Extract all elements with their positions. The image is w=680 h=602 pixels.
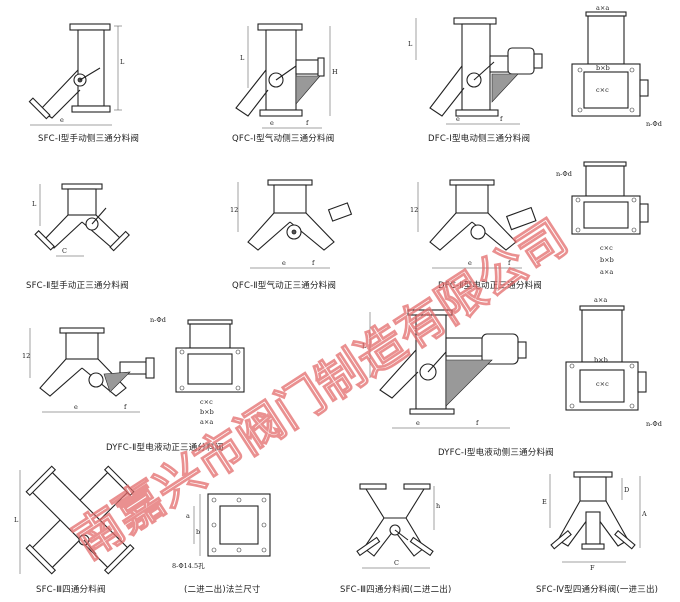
dim-axa: a×a [200,418,213,426]
drawing-qfc-1: L H e f [235,23,338,129]
caption-sfc-1: SFC-Ⅰ型手动侧三通分料阀 [38,134,140,144]
dim-bxb: b×b [600,256,614,264]
dim-H: H [332,68,338,76]
drawing-flange: a b 8-Φ14.5孔 [172,493,271,570]
dim-axa: a×a [596,4,609,12]
drawing-qfc-2: 12 e f [230,179,353,269]
dim-e: e [60,116,64,124]
dim-f: f [312,259,315,267]
dim-bxb: b×b [596,64,610,72]
dim-nd: n-Φd [556,170,572,178]
dim-num12: 12 [410,206,418,214]
dim-L: L [240,54,245,62]
dim-nd: n-Φd [150,316,166,324]
drawing-dyfc-1: L e f a×a b×b c×c n-Φd [362,296,662,429]
dim-num12: 12 [230,206,238,214]
dim-nd: n-Φd [646,120,662,128]
dim-L: L [14,516,19,524]
drawing-sfc-3-2in2out: h C [356,483,440,569]
dim-cxc: c×c [596,380,609,388]
dim-e: e [270,119,274,127]
drawing-sfc-2: L C [32,183,130,257]
dim-f: f [306,119,309,127]
caption-dfc-1: DFC-Ⅰ型电动侧三通分料阀 [428,134,531,144]
dim-L: L [32,200,37,208]
caption-dfc-2: DFC-Ⅱ型电动正三通分料阀 [438,281,542,291]
dim-f: f [476,419,479,427]
caption-dyfc-2: DYFC-Ⅱ型电液动正三通分料阀 [106,443,224,453]
dim-h: h [436,502,440,510]
caption-sfc-4: SFC-Ⅳ型四通分料阀(一进三出) [536,585,659,595]
drawing-sfc-3: L [14,465,135,575]
dim-e: e [416,419,420,427]
drawing-sfc-4: A D E F [542,471,647,572]
caption-sfc-2: SFC-Ⅱ型手动正三通分料阀 [26,281,129,291]
dim-a: a [186,512,190,520]
dim-C: C [394,559,399,567]
dim-bxb: b×b [594,356,608,364]
caption-flange: (二进二出)法兰尺寸 [184,585,261,595]
dim-E: E [542,498,547,506]
dim-A: A [641,510,647,518]
drawing-dfc-2: 12 e f n-Φd c×c b×b a×a [410,161,649,276]
dim-L: L [120,58,125,66]
dim-L: L [408,40,413,48]
dim-e: e [282,259,286,267]
dim-bxb: b×b [200,408,214,416]
caption-sfc-3: SFC-Ⅲ四通分料阀 [36,585,106,595]
dim-axa: a×a [594,296,607,304]
dim-cxc: c×c [596,86,609,94]
dim-f: f [124,403,127,411]
dim-F: F [590,564,595,572]
dim-b: b [196,528,200,536]
dim-axa: a×a [600,268,613,276]
dim-bolt: 8-Φ14.5孔 [172,562,205,570]
drawing-dyfc-2: 12 e f n-Φd c×c b×b a×a [22,316,245,426]
dim-D: D [624,486,629,494]
dim-L: L [362,342,367,350]
dim-num12: 12 [22,352,30,360]
caption-qfc-1: QFC-Ⅰ型气动侧三通分料阀 [232,134,335,144]
caption-qfc-2: QFC-Ⅱ型气动正三通分料阀 [232,281,337,291]
caption-sfc-3-2in2out: SFC-Ⅲ四通分料阀(二进二出) [340,585,452,595]
dim-e: e [456,115,460,123]
dim-C: C [62,247,67,255]
drawing-sfc-1: L e [28,23,125,126]
dim-f: f [500,115,503,123]
dim-f: f [508,259,511,267]
dim-cxc: c×c [600,244,613,252]
dim-e: e [74,403,78,411]
drawing-dfc-1: L e f a×a b×b c×c n-Φd [408,4,662,128]
dim-e: e [468,259,472,267]
dim-nd: n-Φd [646,420,662,428]
caption-dyfc-1: DYFC-Ⅰ型电液动侧三通分料阀 [438,448,554,458]
dim-cxc: c×c [200,398,213,406]
